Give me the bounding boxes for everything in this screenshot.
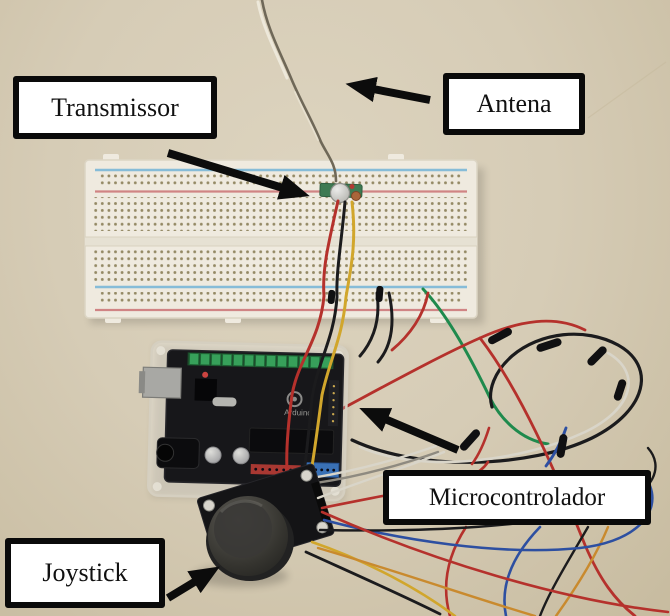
grid-holes-upper (93, 197, 469, 231)
arduino-usb-lip (138, 371, 146, 394)
grid-holes-lower (93, 249, 469, 283)
label-joystick-text: Joystick (42, 558, 128, 587)
antenna-wire (256, 0, 338, 183)
arduino-silkscreen-text: Arduino (284, 408, 312, 418)
transmitter-coil (351, 191, 361, 201)
joystick-module (192, 463, 335, 587)
arduino-side-header (327, 380, 340, 427)
arduino-side-pins (331, 384, 336, 423)
label-antena-text: Antena (476, 89, 552, 118)
jumper-wires-front (282, 199, 440, 508)
transmitter-module (319, 182, 363, 204)
transmitter-can-oscillator (329, 182, 351, 204)
joystick-knob-top (214, 500, 272, 558)
transmitter-component (349, 184, 355, 189)
arduino-barrel-opening (156, 443, 175, 462)
arrow-antena-icon (345, 76, 431, 104)
label-joystick: Joystick (5, 538, 165, 608)
arduino-capacitor (204, 446, 222, 464)
arduino-board: Arduino (138, 340, 349, 502)
arduino-led (202, 371, 209, 378)
label-antena: Antena (443, 73, 585, 135)
joystick-header (311, 481, 331, 522)
arrow-transmissor-icon (166, 149, 310, 200)
label-microcontrolador-text: Microcontrolador (428, 483, 606, 511)
joystick-knob-highlight (219, 499, 263, 514)
arduino-logo-icon (286, 391, 303, 408)
arrow-joystick-icon (165, 566, 220, 602)
label-transmissor-text: Transmissor (51, 92, 179, 122)
arrow-microcontrolador-icon (359, 408, 460, 454)
breadboard (84, 154, 478, 323)
wall-scratch (587, 61, 667, 119)
arduino-logo-dot-icon (292, 396, 297, 402)
arduino-crystal (212, 397, 237, 407)
breadboard-channel (85, 237, 477, 246)
label-microcontrolador: Microcontrolador (383, 470, 651, 525)
arduino-capacitor (232, 447, 250, 465)
arduino-chip-qfp (194, 378, 218, 402)
arduino-dip-ic (248, 427, 335, 455)
arduino-terminal-blocks (187, 352, 334, 370)
label-transmissor: Transmissor (13, 76, 217, 139)
rail-holes (98, 292, 462, 305)
arduino-usb-port (141, 366, 182, 399)
